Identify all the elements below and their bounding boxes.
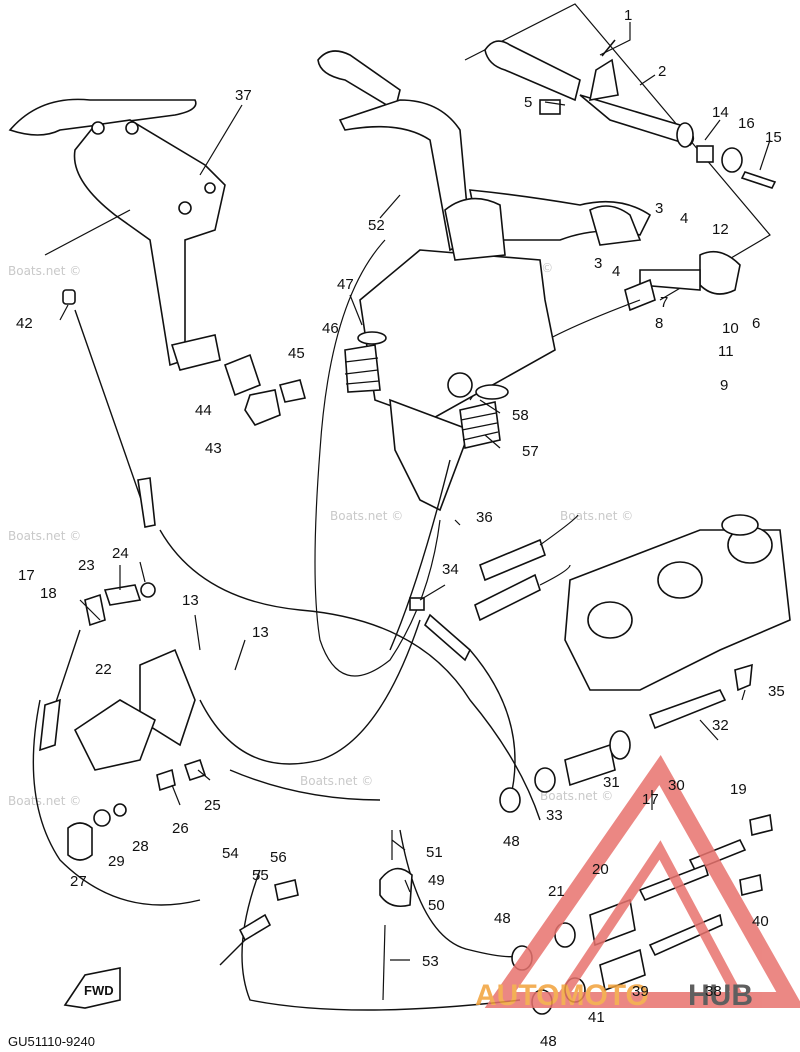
- callout-23: 23: [78, 557, 95, 574]
- cable-42: [62, 289, 156, 528]
- callout-45: 45: [288, 345, 305, 362]
- part-number-labels: 1 2 3 3 4 4 5 6 7 8 9 10 11 12 13 13 14 …: [16, 7, 785, 1050]
- callout-3: 3: [655, 200, 663, 217]
- callout-13: 13: [182, 592, 199, 609]
- callout-41: 41: [588, 1009, 605, 1026]
- brand-logo: AUTOMOTO HUB: [475, 754, 800, 1012]
- callout-28: 28: [132, 838, 149, 855]
- callout-1: 1: [624, 7, 632, 24]
- callout-58: 58: [512, 407, 529, 424]
- lower-left-bracket-parts: [39, 582, 207, 861]
- callout-4: 4: [612, 263, 620, 280]
- callout-5: 5: [524, 94, 532, 111]
- right-grip-assembly: [464, 3, 777, 301]
- callout-33: 33: [546, 807, 563, 824]
- cable-34: [409, 597, 471, 662]
- callout-46: 46: [322, 320, 339, 337]
- callout-48: 48: [494, 910, 511, 927]
- watermark-text: Boats.net ©: [560, 509, 633, 523]
- leader-lines: [59, 22, 771, 961]
- callout-3: 3: [594, 255, 602, 272]
- callout-15: 15: [765, 129, 782, 146]
- handlebar-steering: [314, 50, 741, 677]
- callout-38: 38: [705, 983, 722, 1000]
- callout-55: 55: [252, 867, 269, 884]
- callout-21: 21: [548, 883, 565, 900]
- callout-39: 39: [632, 983, 649, 1000]
- callout-54: 54: [222, 845, 239, 862]
- callout-8: 8: [655, 315, 663, 332]
- callout-53: 53: [422, 953, 439, 970]
- fwd-label: FWD: [84, 983, 114, 998]
- fwd-arrow: FWD: [63, 967, 121, 1009]
- callout-4: 4: [680, 210, 688, 227]
- callout-12: 12: [712, 221, 729, 238]
- callout-48: 48: [503, 833, 520, 850]
- callout-56: 56: [270, 849, 287, 866]
- callout-32: 32: [712, 717, 729, 734]
- watermark-text: Boats.net ©: [540, 789, 613, 803]
- callout-19: 19: [730, 781, 747, 798]
- carburetor-assembly: [474, 514, 791, 691]
- watermark-text: Boats.net ©: [8, 264, 81, 278]
- callout-20: 20: [592, 861, 609, 878]
- callout-51: 51: [426, 844, 443, 861]
- brand-name-part-b: HUB: [688, 979, 753, 1012]
- callout-50: 50: [428, 897, 445, 914]
- callout-37: 37: [235, 87, 252, 104]
- callout-40: 40: [752, 913, 769, 930]
- choke-adjuster-parts: [499, 663, 753, 813]
- callout-31: 31: [603, 774, 620, 791]
- callout-22: 22: [95, 661, 112, 678]
- throttle-lever-assembly: [8, 98, 307, 426]
- callout-25: 25: [204, 797, 221, 814]
- diagram-code: GU51110-9240: [8, 1034, 95, 1049]
- callout-16: 16: [738, 115, 755, 132]
- callout-14: 14: [712, 104, 729, 121]
- boots: [344, 331, 509, 449]
- watermark-text: Boats.net ©: [8, 794, 81, 808]
- callout-24: 24: [112, 545, 129, 562]
- watermark-text: Boats.net ©: [8, 529, 81, 543]
- callout-34: 34: [442, 561, 459, 578]
- callout-27: 27: [70, 873, 87, 890]
- callout-57: 57: [522, 443, 539, 460]
- watermark-text: Boats.net ©: [330, 509, 403, 523]
- callout-48: 48: [540, 1033, 557, 1050]
- callout-44: 44: [195, 402, 212, 419]
- callout-29: 29: [108, 853, 125, 870]
- callout-17: 17: [642, 791, 659, 808]
- callout-35: 35: [768, 683, 785, 700]
- callout-26: 26: [172, 820, 189, 837]
- callout-52: 52: [368, 217, 385, 234]
- callout-9: 9: [720, 377, 728, 394]
- callout-18: 18: [40, 585, 57, 602]
- callout-10: 10: [722, 320, 739, 337]
- callout-11: 11: [718, 343, 734, 360]
- callout-49: 49: [428, 872, 445, 889]
- callout-2: 2: [658, 63, 666, 80]
- callout-36: 36: [476, 509, 493, 526]
- callout-30: 30: [668, 777, 685, 794]
- cable-routing: [32, 459, 541, 1011]
- watermark-text: Boats.net ©: [300, 774, 373, 788]
- lower-center-parts: [219, 830, 413, 1001]
- callout-43: 43: [205, 440, 222, 457]
- brand-name-part-a: AUTOMOTO: [475, 979, 649, 1012]
- callout-17: 17: [18, 567, 35, 584]
- callout-47: 47: [337, 276, 354, 293]
- callout-13: 13: [252, 624, 269, 641]
- callout-7: 7: [660, 294, 668, 311]
- callout-42: 42: [16, 315, 33, 332]
- callout-6: 6: [752, 315, 760, 332]
